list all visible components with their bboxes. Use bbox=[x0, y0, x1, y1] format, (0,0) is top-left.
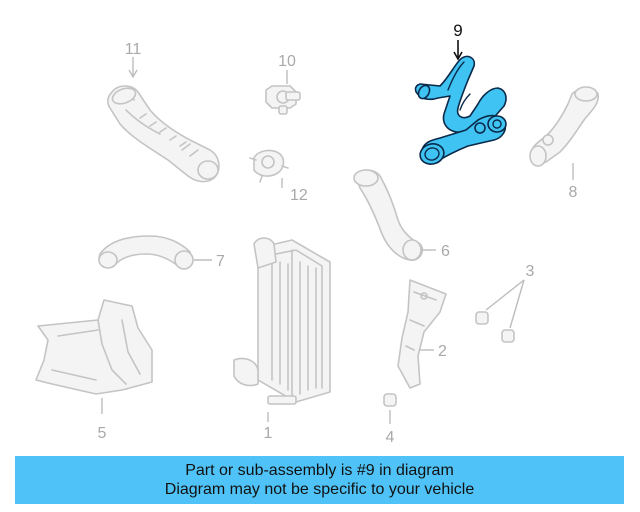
callout-7: 7 bbox=[216, 253, 225, 270]
part-11-intake-hose bbox=[107, 85, 220, 183]
part-3-grommets bbox=[475, 311, 515, 343]
part-10-valve bbox=[265, 85, 301, 115]
callout-10: 10 bbox=[278, 53, 296, 70]
callout-4: 4 bbox=[386, 429, 395, 446]
part-2-bracket bbox=[397, 279, 447, 389]
callout-1: 1 bbox=[264, 425, 273, 442]
callout-11: 11 bbox=[125, 41, 142, 58]
part-6-hose bbox=[353, 169, 424, 261]
callout-12: 12 bbox=[290, 187, 308, 204]
banner-line-1: Part or sub-assembly is #9 in diagram bbox=[185, 462, 454, 479]
callout-9: 9 bbox=[453, 21, 462, 40]
part-5-air-duct bbox=[35, 299, 153, 395]
part-9-highlighted-hose bbox=[414, 55, 507, 165]
callout-3: 3 bbox=[526, 263, 535, 280]
part-8-hose bbox=[529, 86, 600, 167]
part-4-fitting bbox=[383, 393, 397, 407]
callout-8: 8 bbox=[569, 184, 578, 201]
callout-5: 5 bbox=[98, 425, 107, 442]
part-12-clamp bbox=[249, 149, 289, 183]
callout-2: 2 bbox=[438, 343, 447, 360]
callout-6: 6 bbox=[441, 243, 450, 260]
parts-diagram: 11 10 12 9 8 bbox=[35, 21, 600, 446]
part-7-hose bbox=[98, 235, 194, 270]
banner-line-2: Diagram may not be specific to your vehi… bbox=[164, 481, 475, 498]
info-banner: Part or sub-assembly is #9 in diagram Di… bbox=[15, 456, 624, 504]
part-1-intercooler bbox=[233, 237, 331, 405]
